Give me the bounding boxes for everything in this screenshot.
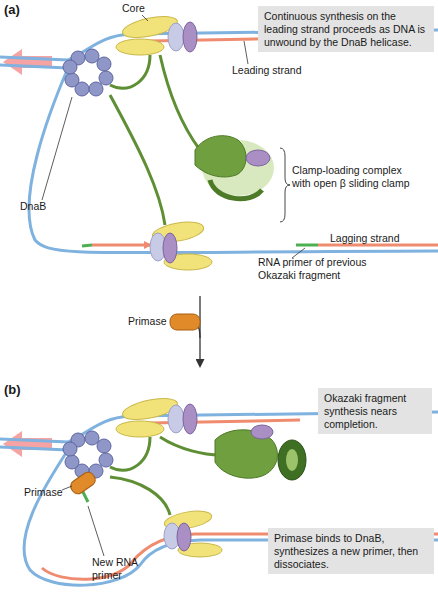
part-label: New RNA primer [92,556,142,581]
clamp-loader [246,150,270,166]
note-text: Continuous synthesis on the leading stra… [264,10,428,48]
dnab-helicase [63,431,113,478]
part-label: Core [122,2,145,15]
clamp-loader [195,136,246,177]
part-label: Clamp-loading complex with open β slidin… [292,164,410,189]
open-clamp [210,180,262,199]
leader-line [244,41,248,64]
parental-dna [0,57,68,60]
dnab-helicase [63,49,113,96]
rna-primer [296,244,318,247]
part-label: Primase [128,315,167,328]
leader-line [142,15,148,21]
primase-protein [68,470,97,496]
parental-dna [0,447,68,450]
okazaki-fragment [92,244,150,247]
note-box: Okazaki fragment synthesis nears complet… [318,388,432,434]
note-box: Continuous synthesis on the leading stra… [258,6,434,52]
panel-letter: (b) [4,382,21,398]
leader-line [88,506,104,556]
beta-clamp [183,22,197,52]
closed-clamp [286,449,298,471]
part-label: Primase [24,486,63,499]
part-label: RNA primer of previous Okazaki fragment [258,256,376,281]
tau-arm [110,477,170,515]
core-subunit [168,23,184,51]
direction-arrow [3,49,52,75]
core-subunit [116,421,164,437]
part-label: Lagging strand [330,232,399,245]
rna-primer [82,245,92,246]
note-text: Primase binds to DnaB, synthesizes a new… [274,532,428,570]
part-label: DnaB [20,200,46,213]
tau-arm [110,437,150,470]
leader-line [42,97,72,200]
panel-letter: (a) [4,2,20,18]
beta-clamp [183,404,197,434]
note-box: Primase binds to DnaB, synthesizes a new… [268,528,434,574]
bracket [280,148,290,222]
lagging-template [29,68,438,253]
part-label: Leading strand [232,64,301,77]
direction-arrow [3,431,52,457]
core-subunit [168,405,184,433]
tau-arm [160,437,220,455]
beta-clamp [163,233,177,263]
primase-protein [170,314,200,330]
note-text: Okazaki fragment synthesis nears complet… [324,392,426,430]
beta-clamp [177,523,191,551]
clamp-loader [251,425,273,439]
tau-arm [110,55,150,88]
tau-arm [160,55,200,150]
parental-dna [0,65,68,68]
tau-arm [110,95,165,225]
closed-clamp [278,440,306,480]
okazaki-fragment [42,534,280,579]
core-subunit [116,39,164,55]
parental-dna [0,439,68,442]
leader-line [62,486,72,490]
